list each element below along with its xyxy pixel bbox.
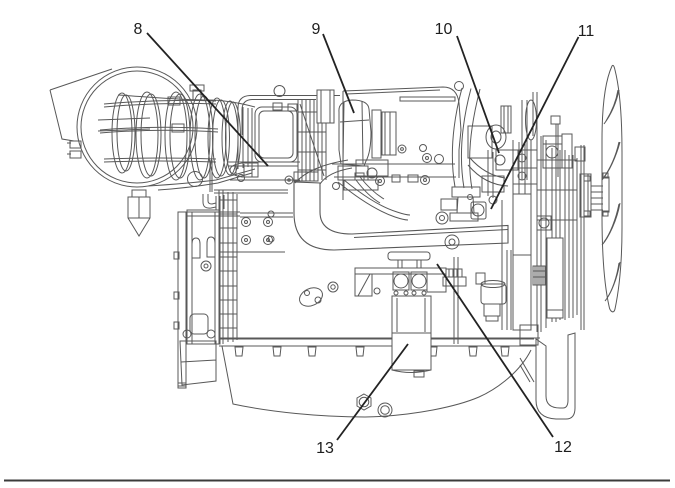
svg-text:8: 8 — [134, 21, 143, 38]
svg-text:10: 10 — [435, 21, 453, 38]
svg-text:13: 13 — [316, 440, 334, 457]
svg-text:9: 9 — [312, 21, 321, 38]
svg-text:12: 12 — [554, 439, 572, 456]
svg-text:11: 11 — [578, 23, 595, 40]
